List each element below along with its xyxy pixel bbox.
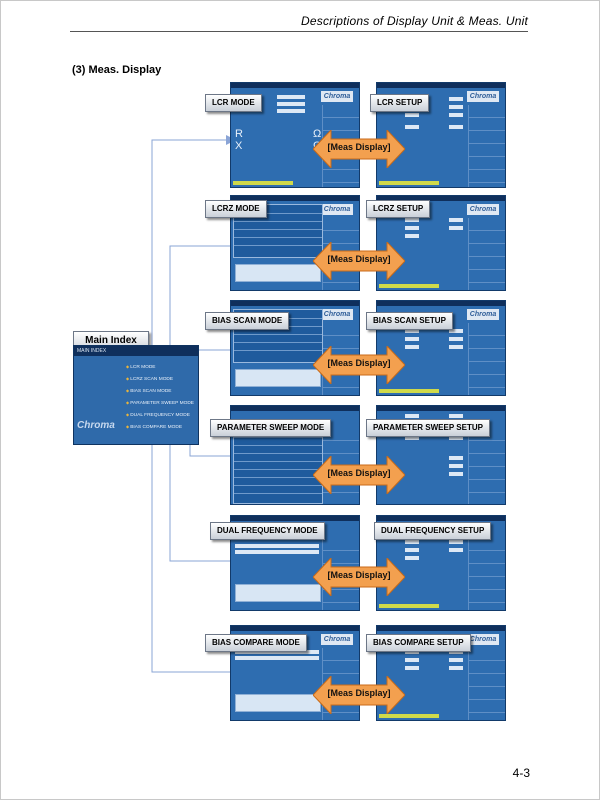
parameter-sweep-mode-label: PARAMETER SWEEP MODE	[210, 419, 332, 437]
bias-compare-mode-label: BIAS COMPARE MODE	[205, 634, 307, 652]
meas-display-arrow-text-5: [Meas Display]	[327, 570, 391, 580]
meas-display-arrow-2: [Meas Display]	[313, 242, 405, 280]
meas-display-arrow-text-3: [Meas Display]	[327, 358, 391, 368]
bias-scan-mode-screen: Chroma	[230, 300, 360, 396]
brand-logo: Chroma	[467, 309, 499, 320]
lcrz-setup-screen: Chroma	[376, 195, 506, 291]
bias-compare-setup-label: BIAS COMPARE SETUP	[366, 634, 471, 652]
page-number: 4-3	[512, 766, 530, 780]
meas-display-arrow-5: [Meas Display]	[313, 558, 405, 596]
main-index-logo: Chroma	[77, 420, 115, 431]
lcr-r-symbol: R	[235, 128, 243, 140]
parameter-sweep-setup-label: PARAMETER SWEEP SETUP	[366, 419, 490, 437]
main-index-item-bias-compare[interactable]: BIAS COMPARE MODE	[126, 422, 182, 431]
main-index-item-bias-scan[interactable]: BIAS SCAN MODE	[126, 386, 171, 395]
meas-display-arrow-1: [Meas Display]	[313, 130, 405, 168]
lcrz-mode-label: LCRZ MODE	[205, 200, 267, 218]
brand-logo: Chroma	[467, 91, 499, 102]
brand-logo: Chroma	[321, 91, 353, 102]
header-title: Descriptions of Display Unit & Meas. Uni…	[301, 14, 528, 28]
meas-display-arrow-4: [Meas Display]	[313, 456, 405, 494]
header-rule	[70, 31, 528, 32]
meas-display-arrow-text-6: [Meas Display]	[327, 688, 391, 698]
meas-display-arrow-3: [Meas Display]	[313, 346, 405, 384]
bias-scan-setup-label: BIAS SCAN SETUP	[366, 312, 453, 330]
main-index-screen: MAIN INDEX LCR MODE LCRZ SCAN MODE BIAS …	[73, 345, 199, 445]
lcrz-setup-label: LCRZ SETUP	[366, 200, 431, 218]
main-index-item-lcr[interactable]: LCR MODE	[126, 362, 155, 371]
dual-frequency-setup-label: DUAL FREQUENCY SETUP	[374, 522, 492, 540]
meas-display-arrow-text-4: [Meas Display]	[327, 468, 391, 478]
meas-display-arrow-text-2: [Meas Display]	[327, 254, 391, 264]
brand-logo: Chroma	[321, 309, 353, 320]
main-index-screen-title: MAIN INDEX	[74, 346, 198, 356]
lcr-setup-label: LCR SETUP	[370, 94, 430, 112]
dual-frequency-mode-label: DUAL FREQUENCY MODE	[210, 522, 325, 540]
bias-scan-mode-label: BIAS SCAN MODE	[205, 312, 290, 330]
lcr-mode-label: LCR MODE	[205, 94, 262, 112]
lcr-x-symbol: X	[235, 140, 243, 152]
main-index-item-parameter-sweep[interactable]: PARAMETER SWEEP MODE	[126, 398, 194, 407]
meas-display-arrow-text-1: [Meas Display]	[327, 142, 391, 152]
brand-logo: Chroma	[321, 204, 353, 215]
main-index-item-dual-frequency[interactable]: DUAL FREQUENCY MODE	[126, 410, 190, 419]
brand-logo: Chroma	[467, 204, 499, 215]
main-index-item-lcrz[interactable]: LCRZ SCAN MODE	[126, 374, 173, 383]
brand-logo: Chroma	[321, 634, 353, 645]
lcr-omega-symbol-1: Ω	[313, 128, 322, 140]
brand-logo: Chroma	[467, 634, 499, 645]
meas-display-arrow-6: [Meas Display]	[313, 676, 405, 714]
section-title: (3) Meas. Display	[72, 64, 162, 76]
